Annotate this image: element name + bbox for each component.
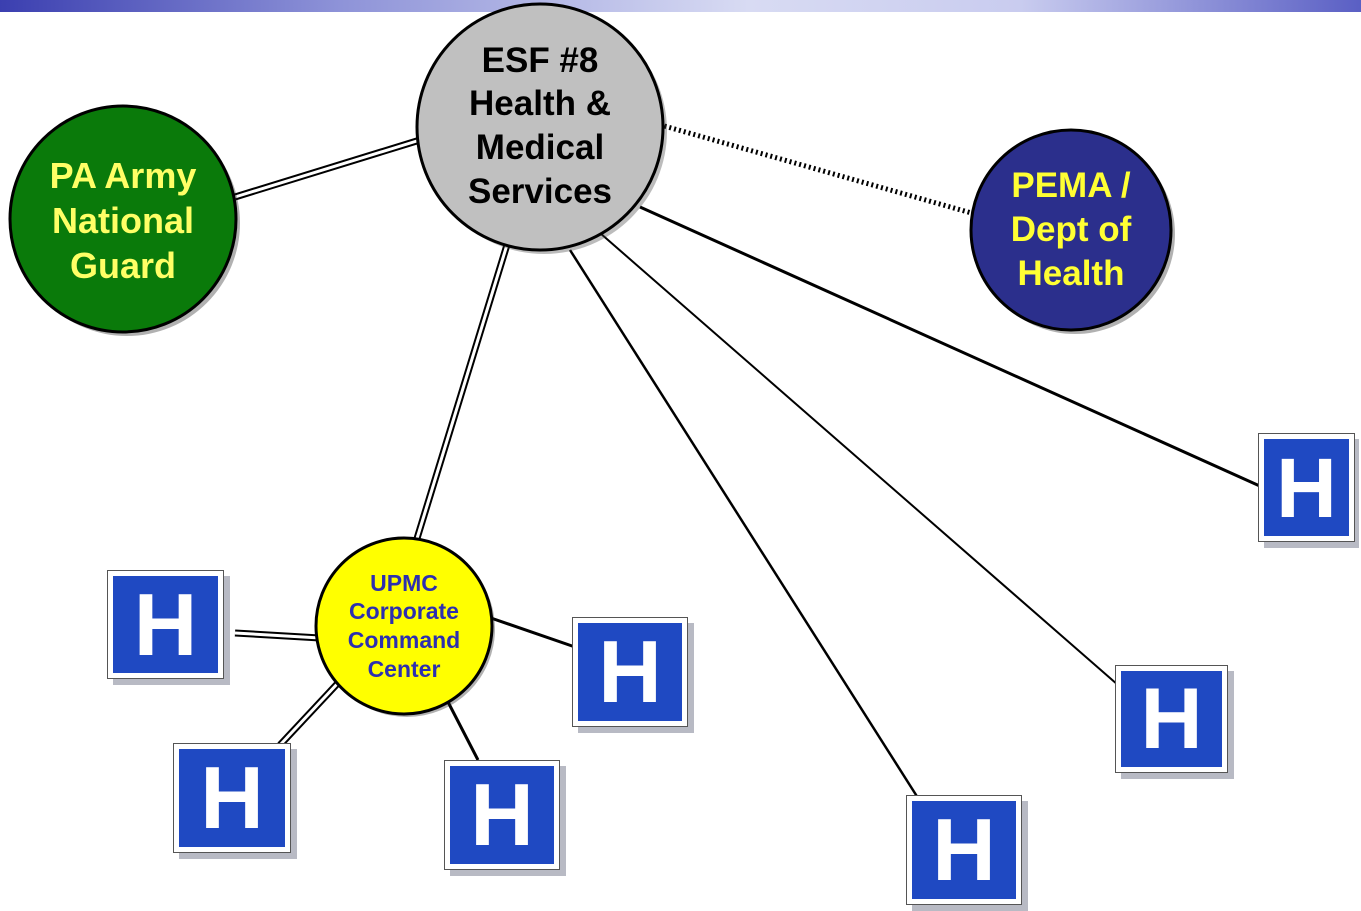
pa-guard-node — [8, 104, 240, 336]
connector-upmc-hospital-right — [487, 615, 576, 649]
hospital-h-icon: H — [1276, 440, 1337, 535]
hospital-sign-right: H — [1115, 665, 1234, 779]
pa-guard-label: PA Army National Guard — [49, 154, 197, 286]
title-bar-gradient — [0, 0, 1361, 12]
hospital-sign-far-right: H — [1258, 433, 1359, 548]
esf8-node — [415, 2, 667, 254]
upmc-label: UPMC Corporate Command Center — [347, 569, 461, 682]
connector-esf8-hospital-far-right — [639, 205, 1263, 489]
hospital-h-icon: H — [1140, 671, 1203, 767]
pema-node — [969, 128, 1175, 334]
connector-upmc-hospital-left — [234, 629, 321, 642]
hospital-h-icon: H — [470, 765, 534, 864]
hospital-sign-bottom: H — [444, 760, 566, 876]
hospital-sign-center-right: H — [572, 617, 694, 733]
hospital-h-icon: H — [200, 748, 264, 847]
connector-esf8-hospital-bottom-right — [568, 249, 920, 799]
esf8-label: ESF #8 Health & Medical Services — [467, 40, 613, 211]
hospital-h-icon: H — [932, 800, 996, 899]
pema-label: PEMA / Dept of Health — [1010, 166, 1132, 293]
hospital-sign-bottom-right: H — [906, 795, 1028, 911]
connector-upmc-hospital-lower-left — [277, 680, 341, 748]
hospital-h-icon: H — [133, 574, 198, 674]
hospital-sign-left: H — [107, 570, 230, 685]
connector-esf8-guard — [233, 136, 422, 201]
hospital-sign-lower-left: H — [173, 743, 297, 859]
connector-upmc-hospital-bottom — [445, 699, 480, 761]
connector-esf8-hospital-right — [599, 232, 1119, 686]
hospital-h-icon: H — [598, 622, 662, 721]
connector-esf8-upmc — [411, 233, 514, 547]
upmc-node — [314, 536, 495, 717]
connector-esf8-pema — [649, 119, 976, 217]
